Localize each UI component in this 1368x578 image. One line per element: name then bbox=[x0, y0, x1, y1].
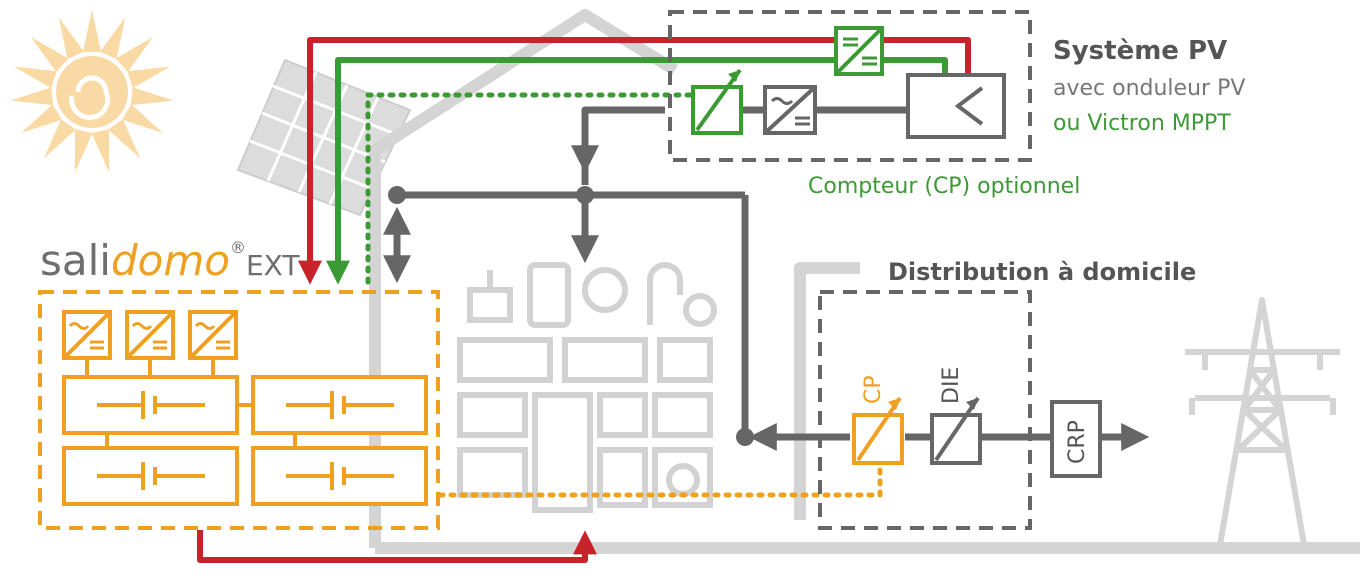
crp-box bbox=[1050, 400, 1102, 478]
storage-system-box bbox=[38, 290, 440, 530]
appliances-group bbox=[457, 262, 717, 513]
pv-inverter-icon bbox=[763, 85, 817, 135]
pv-system-title: Système PV bbox=[1053, 36, 1228, 66]
brand-part1: sali bbox=[40, 236, 111, 285]
crp-label: CRP bbox=[1065, 420, 1090, 464]
battery-modules bbox=[62, 375, 428, 506]
battery-connections bbox=[85, 358, 297, 448]
pv-system-subtitle: avec onduleur PV bbox=[1053, 76, 1246, 101]
distribution-box bbox=[818, 290, 1032, 530]
optional-meter-icon bbox=[691, 68, 743, 135]
sun-icon bbox=[10, 10, 174, 173]
brand-suffix: EXT bbox=[245, 249, 300, 282]
die-label: DIE bbox=[939, 367, 964, 404]
battery-icon-4 bbox=[251, 446, 428, 506]
orange-dotted-line bbox=[437, 467, 883, 498]
cp-label: CP bbox=[861, 375, 886, 404]
battery-icon-1 bbox=[62, 375, 239, 435]
red-ac-lines bbox=[197, 37, 971, 563]
brand-part2: domo bbox=[110, 236, 230, 285]
bus-junctions bbox=[388, 186, 754, 446]
brand-registered: ® bbox=[229, 238, 246, 257]
green-dotted-line bbox=[365, 92, 693, 293]
green-dc-lines bbox=[326, 57, 948, 285]
pv-source-icon bbox=[906, 73, 1006, 139]
battery-icon-3 bbox=[62, 446, 239, 506]
battery-icon-2 bbox=[251, 375, 428, 435]
inverter-icon-2 bbox=[125, 310, 175, 360]
inverter-icon-1 bbox=[62, 310, 112, 360]
pv-system-option: ou Victron MPPT bbox=[1053, 111, 1231, 136]
cp-meter-icon bbox=[852, 396, 904, 465]
power-pylon-icon bbox=[1185, 297, 1340, 546]
die-meter-icon bbox=[930, 396, 982, 465]
gray-bus-lines bbox=[383, 106, 1150, 451]
distribution-title: Distribution à domicile bbox=[888, 258, 1197, 286]
inverter-icon-3 bbox=[188, 310, 238, 360]
dc-dc-converter-icon bbox=[834, 26, 884, 76]
brand-logo: salidomo®EXT bbox=[40, 240, 299, 282]
optional-meter-label: Compteur (CP) optionnel bbox=[808, 174, 1081, 199]
storage-inverters bbox=[62, 310, 238, 360]
